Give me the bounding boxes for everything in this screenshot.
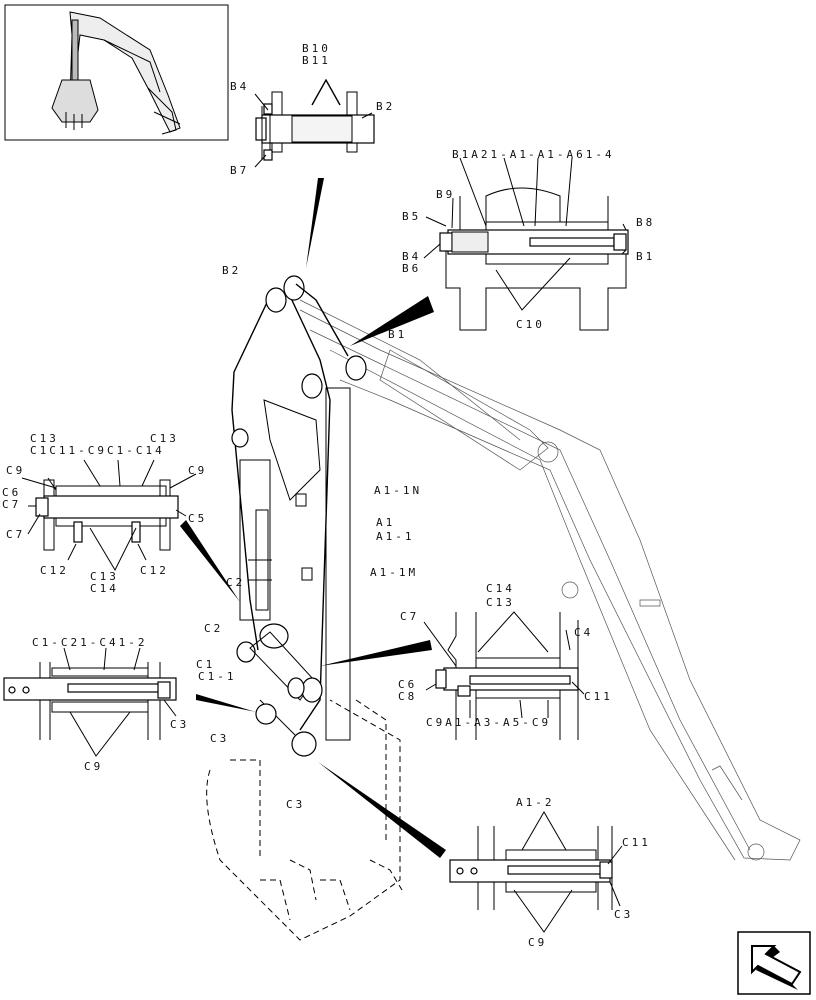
label-c4-right: C4 bbox=[574, 626, 593, 639]
label-c3-a: C3 bbox=[210, 732, 229, 745]
label-a1a61: -A1-A61-4 bbox=[528, 148, 615, 161]
nav-arrow-icon[interactable] bbox=[737, 931, 811, 995]
label-b8: B8 bbox=[636, 216, 655, 229]
label-c1-1: C1-1 bbox=[198, 670, 237, 683]
label-c11-right: C11 bbox=[584, 690, 613, 703]
label-c9a1: C9A1-A3-A5-C9 bbox=[426, 716, 551, 729]
label-b2-main: B2 bbox=[222, 264, 241, 277]
label-b11: B11 bbox=[302, 54, 331, 67]
label-c1c11: C1C11-C9C1-C14 bbox=[30, 444, 165, 457]
label-c9-left-1: C9 bbox=[6, 464, 25, 477]
label-c8-right: C8 bbox=[398, 690, 417, 703]
label-a1-1m: A1-1M bbox=[370, 566, 418, 579]
label-c9-left-2: C9 bbox=[188, 464, 207, 477]
label-c14-left: C14 bbox=[90, 582, 119, 595]
bucket bbox=[206, 699, 403, 941]
label-c1: C1 bbox=[196, 658, 215, 671]
label-c3-bottom-right: C3 bbox=[614, 908, 633, 921]
label-c6-right: C6 bbox=[398, 678, 417, 691]
label-c7-right: C7 bbox=[400, 610, 419, 623]
label-b1-right: B1 bbox=[636, 250, 655, 263]
label-c6-left: C6 bbox=[2, 486, 21, 499]
pointer-wedges bbox=[180, 178, 446, 858]
label-c7-left-2: C7 bbox=[6, 528, 25, 541]
label-c3-lower-left: C3 bbox=[170, 718, 189, 731]
inset-b-right bbox=[423, 157, 629, 331]
label-c14-right: C14 bbox=[486, 582, 515, 595]
label-b4-top: B4 bbox=[230, 80, 249, 93]
label-a1-2: A1-2 bbox=[516, 796, 555, 809]
label-b1a21: B1A21-A1 bbox=[452, 148, 529, 161]
boom-outline bbox=[299, 299, 801, 861]
label-a1: A1 bbox=[376, 516, 395, 529]
label-c11-bottom-right: C11 bbox=[622, 836, 651, 849]
label-a1-1: A1-1 bbox=[376, 530, 415, 543]
inset-c-left-upper bbox=[21, 459, 197, 572]
label-c7-left-1: C7 bbox=[2, 498, 21, 511]
label-c13-left-b: C13 bbox=[150, 432, 179, 445]
excavator-thumbnail[interactable] bbox=[4, 4, 229, 141]
callout-labels: B10 B11 B4 B2 B7 B1A21-A1 -A1-A61-4 B9 B… bbox=[2, 42, 655, 949]
label-a1-1n: A1-1N bbox=[374, 484, 422, 497]
label-c9-bottom-right: C9 bbox=[528, 936, 547, 949]
inset-c-bottom-right bbox=[449, 811, 623, 933]
label-b1-main: B1 bbox=[388, 328, 407, 341]
label-b4-right: B4 bbox=[402, 250, 421, 263]
label-b5: B5 bbox=[402, 210, 421, 223]
label-c2-b: C2 bbox=[204, 622, 223, 635]
label-c2-a: C2 bbox=[226, 576, 245, 589]
label-c1c21: C1-C21-C41-2 bbox=[32, 636, 147, 649]
label-c12-left-2: C12 bbox=[140, 564, 169, 577]
label-c3-b: C3 bbox=[286, 798, 305, 811]
label-b2-top: B2 bbox=[376, 100, 395, 113]
label-c5: C5 bbox=[188, 512, 207, 525]
inset-b-top bbox=[254, 78, 375, 168]
label-c12-left-1: C12 bbox=[40, 564, 69, 577]
label-b9: B9 bbox=[436, 188, 455, 201]
label-c13-left: C13 bbox=[30, 432, 59, 445]
inset-c-left-lower bbox=[3, 647, 177, 757]
label-b10: B10 bbox=[302, 42, 331, 55]
label-c13-left-c: C13 bbox=[90, 570, 119, 583]
arm-main bbox=[231, 275, 367, 757]
label-c13-right: C13 bbox=[486, 596, 515, 609]
inset-c-right bbox=[423, 611, 585, 740]
label-b6: B6 bbox=[402, 262, 421, 275]
label-c9-lower-left: C9 bbox=[84, 760, 103, 773]
label-c10: C10 bbox=[516, 318, 545, 331]
label-b7: B7 bbox=[230, 164, 249, 177]
